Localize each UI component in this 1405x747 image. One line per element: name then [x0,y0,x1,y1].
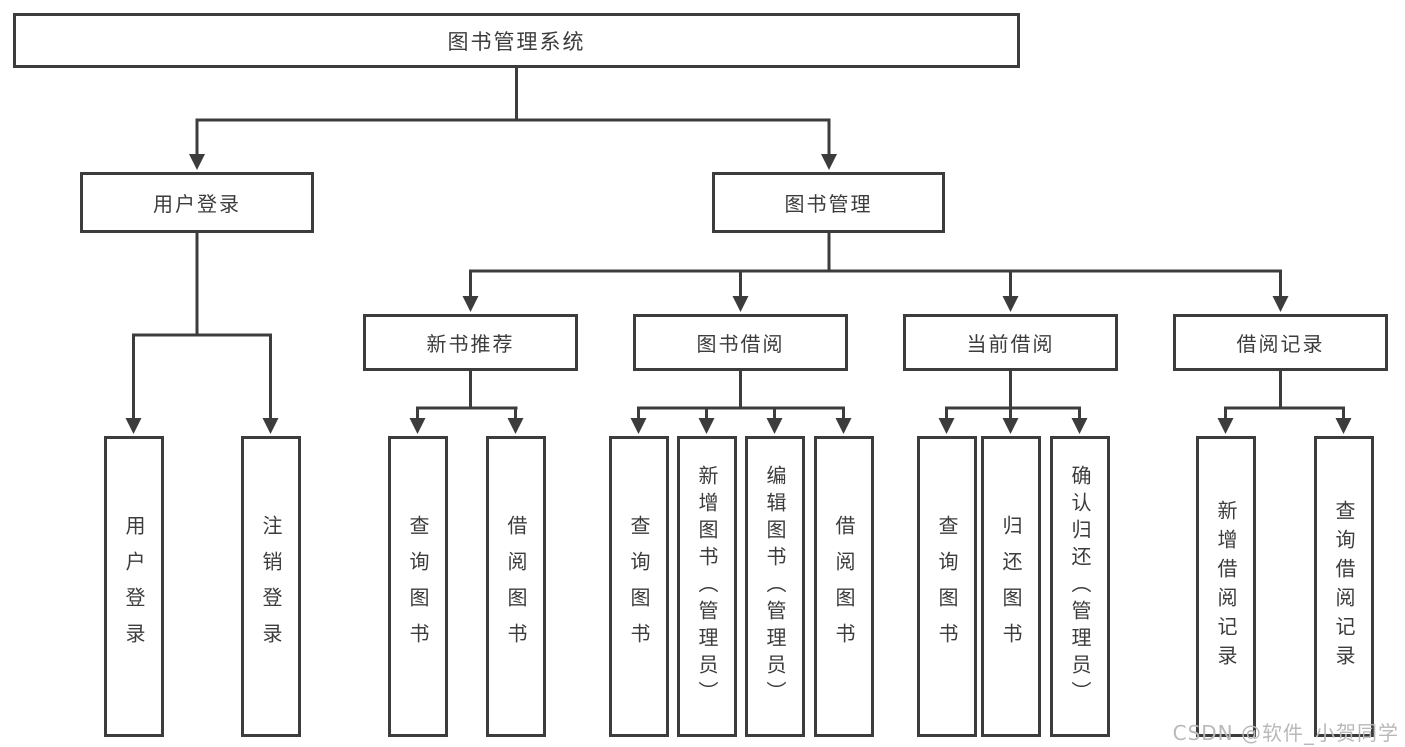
node-book-borrow-label: 图书借阅 [696,332,785,356]
leaf-current-confirm-return-admin: 确认归还（管理员） [1050,436,1110,737]
connector-book-management-to-sections [462,233,1289,312]
leaf-logout: 注销登录 [241,436,301,737]
connector-user-login-to-leaves [125,233,279,434]
node-borrow-records: 借阅记录 [1173,314,1388,371]
leaf-recommend-borrow-book-label: 借阅图书 [504,514,528,659]
leaf-current-return-book: 归还图书 [981,436,1041,737]
leaf-records-add-record: 新增借阅记录 [1196,436,1256,737]
leaf-logout-label: 注销登录 [259,514,283,659]
node-current-borrow-label: 当前借阅 [966,332,1055,356]
leaf-recommend-query-book-label: 查询图书 [406,514,430,659]
leaf-borrow-add-book-admin-label: 新增图书（管理员） [695,465,719,708]
leaf-current-return-book-label: 归还图书 [999,514,1023,659]
leaf-records-add-record-label: 新增借阅记录 [1214,499,1238,674]
leaf-borrow-query-book-label: 查询图书 [627,514,651,659]
leaf-current-confirm-return-admin-label: 确认归还（管理员） [1068,465,1092,708]
node-book-management-label: 图书管理 [784,192,873,216]
node-root: 图书管理系统 [13,13,1020,68]
node-user-login-label: 用户登录 [153,192,241,216]
leaf-current-query-book-label: 查询图书 [935,514,959,659]
node-borrow-records-label: 借阅记录 [1236,332,1325,356]
node-root-label: 图书管理系统 [447,29,586,54]
connector-borrow-records-to-leaves [1217,371,1352,434]
leaf-current-query-book: 查询图书 [917,436,977,737]
leaf-borrow-query-book: 查询图书 [609,436,669,737]
leaf-borrow-add-book-admin: 新增图书（管理员） [677,436,737,737]
node-user-login: 用户登录 [80,172,314,233]
leaf-recommend-borrow-book: 借阅图书 [486,436,546,737]
leaf-records-query-record-label: 查询借阅记录 [1332,499,1356,674]
node-current-borrow: 当前借阅 [903,314,1118,371]
connector-root-to-branches [189,68,837,170]
csdn-watermark: CSDN @软件_小贺同学 [1172,721,1399,745]
node-book-management: 图书管理 [712,172,945,233]
leaf-borrow-borrow-book-label: 借阅图书 [832,514,856,659]
leaf-recommend-query-book: 查询图书 [388,436,448,737]
leaf-user-login: 用户登录 [104,436,164,737]
leaf-borrow-edit-book-admin-label: 编辑图书（管理员） [763,465,787,708]
leaf-borrow-edit-book-admin: 编辑图书（管理员） [745,436,805,737]
connector-current-borrow-to-leaves [938,371,1088,434]
connector-book-borrow-to-leaves [630,371,852,434]
leaf-borrow-borrow-book: 借阅图书 [814,436,874,737]
node-book-borrow: 图书借阅 [633,314,848,371]
leaf-records-query-record: 查询借阅记录 [1314,436,1374,737]
leaf-user-login-label: 用户登录 [122,514,146,659]
node-new-book-recommend: 新书推荐 [363,314,578,371]
node-new-book-recommend-label: 新书推荐 [426,332,515,356]
connector-new-book-recommend-to-leaves [409,371,524,434]
